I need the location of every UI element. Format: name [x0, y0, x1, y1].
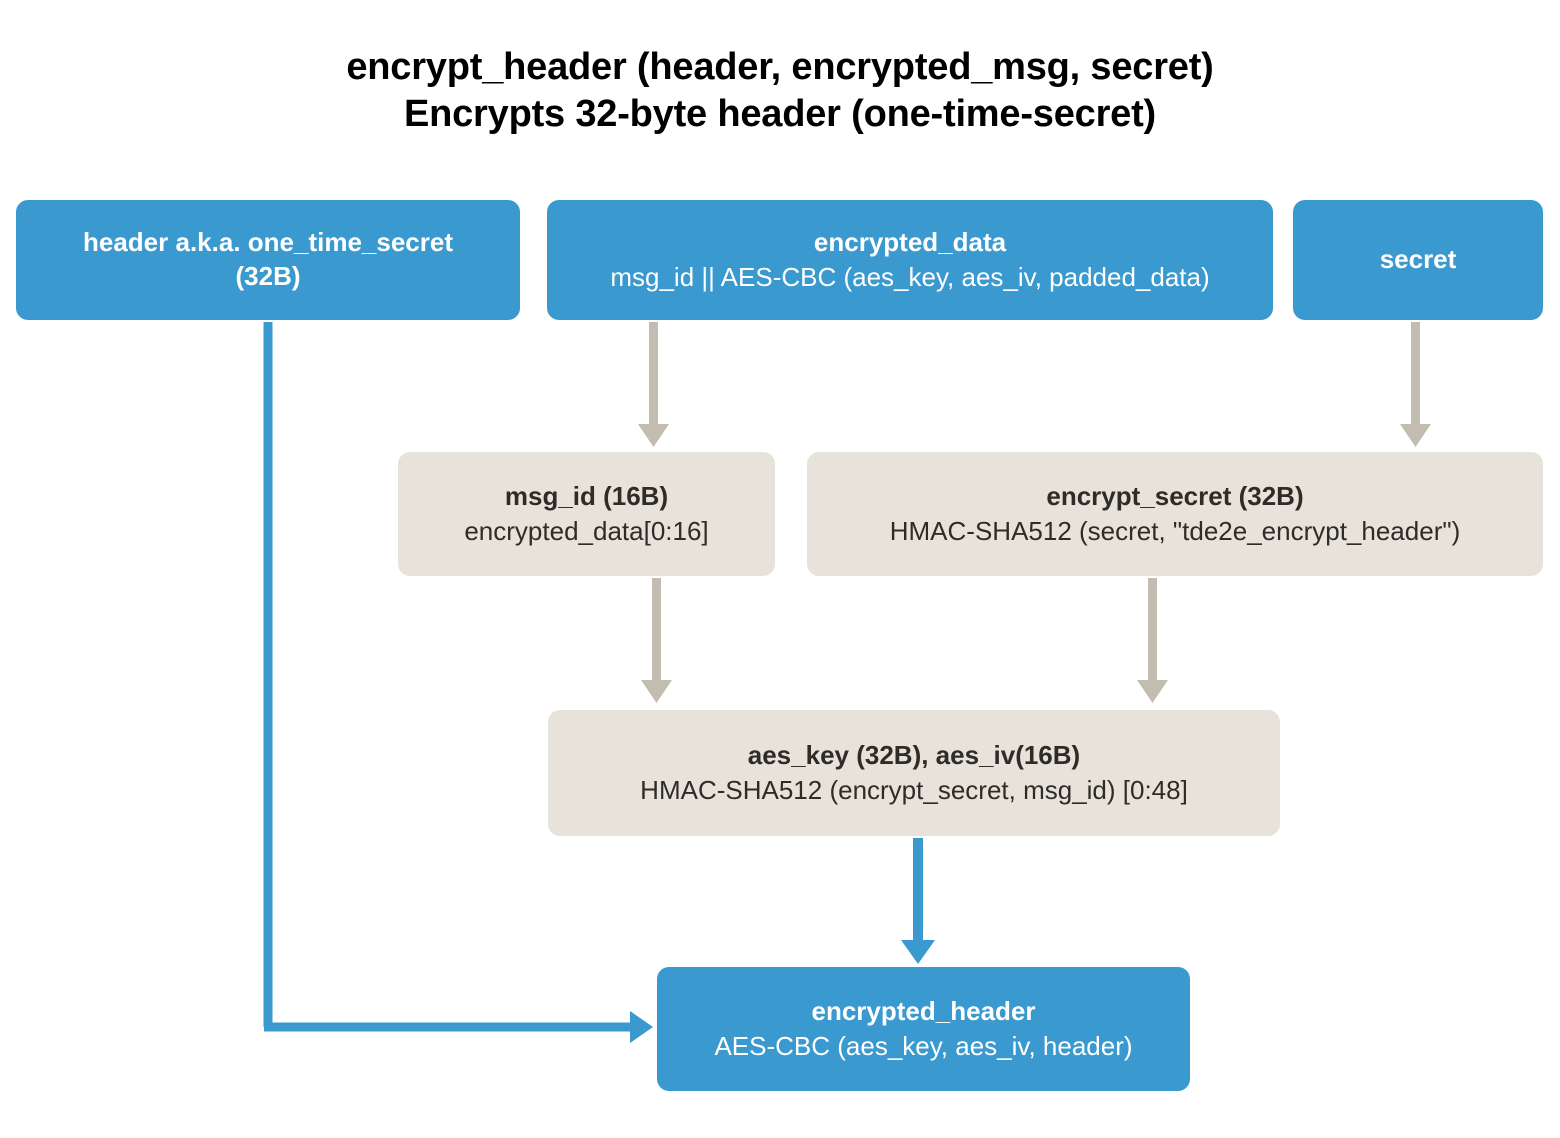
node-secret[interactable]: secret [1293, 200, 1543, 320]
node-header[interactable]: header a.k.a. one_time_secret (32B) [16, 200, 520, 320]
node-aes-key-title: aes_key (32B), aes_iv(16B) [747, 739, 1081, 770]
node-aes-key-subtitle: HMAC-SHA512 (encrypt_secret, msg_id) [0:… [640, 774, 1188, 805]
node-msg-id-subtitle: encrypted_data[0:16] [464, 515, 709, 546]
node-encrypt-secret[interactable]: encrypt_secret (32B) HMAC-SHA512 (secret… [807, 452, 1543, 576]
node-encrypt-secret-title: encrypt_secret (32B) [1046, 480, 1304, 511]
edge-encrypted-data-to-msg-id [638, 322, 669, 447]
node-header-title: header a.k.a. one_time_secret [83, 227, 453, 258]
node-msg-id[interactable]: msg_id (16B) encrypted_data[0:16] [398, 452, 775, 576]
node-header-subtitle: (32B) [235, 261, 301, 291]
node-msg-id-title: msg_id (16B) [504, 480, 669, 511]
node-encrypted-data-subtitle: msg_id || AES-CBC (aes_key, aes_iv, padd… [610, 261, 1210, 292]
node-encrypted-header-title: encrypted_header [811, 995, 1036, 1026]
node-encrypt-secret-subtitle: HMAC-SHA512 (secret, "tde2e_encrypt_head… [889, 515, 1461, 546]
edge-header-to-encrypted-header [263, 322, 653, 1043]
node-secret-title: secret [1379, 244, 1457, 275]
node-encrypted-header-subtitle: AES-CBC (aes_key, aes_iv, header) [714, 1030, 1133, 1061]
edge-aes-key-to-encrypted-header [901, 838, 935, 964]
node-encrypted-data[interactable]: encrypted_data msg_id || AES-CBC (aes_ke… [547, 200, 1273, 320]
edge-secret-to-encrypt-secret [1400, 322, 1431, 447]
edge-encrypt-secret-to-aes-key [1137, 578, 1168, 703]
title-line-1: encrypt_header (header, encrypted_msg, s… [346, 46, 1214, 88]
diagram-title: encrypt_header (header, encrypted_msg, s… [0, 44, 1560, 138]
node-encrypted-header[interactable]: encrypted_header AES-CBC (aes_key, aes_i… [657, 967, 1190, 1091]
edge-msg-id-to-aes-key [641, 578, 672, 703]
node-aes-key[interactable]: aes_key (32B), aes_iv(16B) HMAC-SHA512 (… [548, 710, 1280, 836]
title-line-2: Encrypts 32-byte header (one-time-secret… [403, 93, 1157, 136]
node-encrypted-data-title: encrypted_data [813, 226, 1007, 257]
